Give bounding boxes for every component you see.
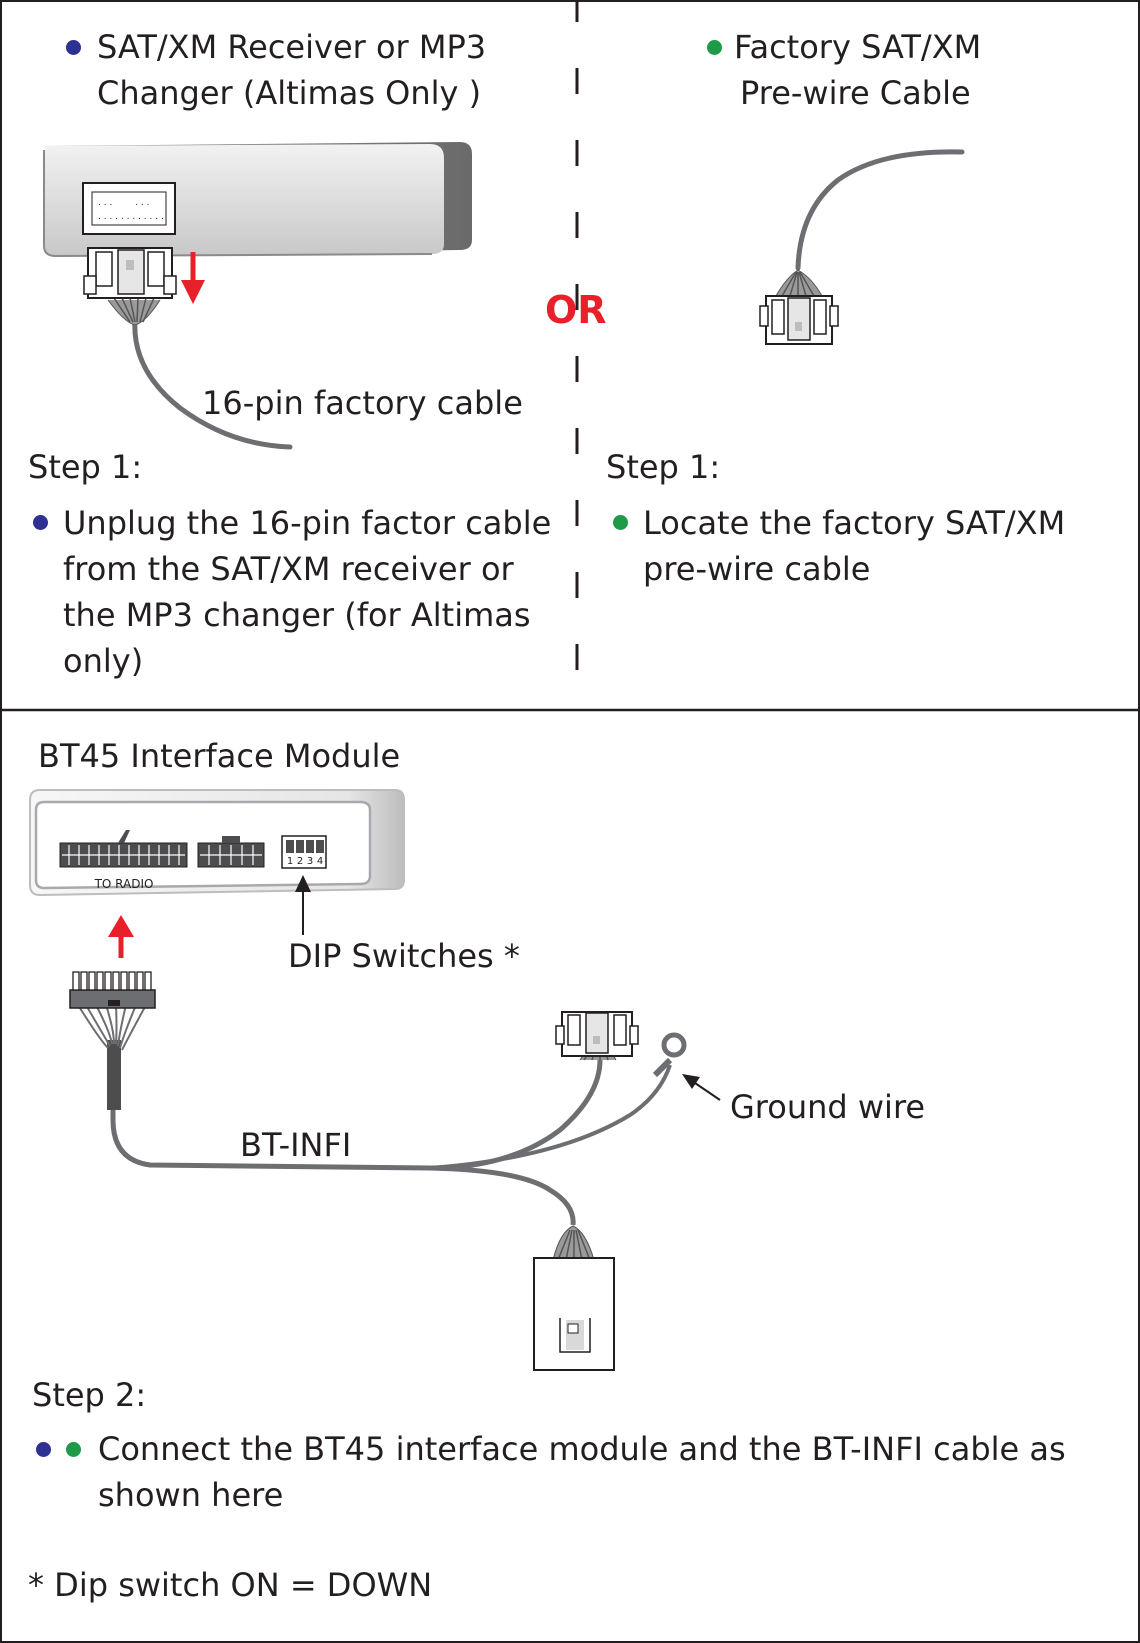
unplug-arrow — [181, 252, 205, 304]
step2-line1: Connect the BT45 interface module and th… — [98, 1430, 1066, 1468]
prewire-heading-line1: Factory SAT/XM — [734, 28, 982, 66]
small-port — [197, 836, 265, 868]
dip-number-1: 1 — [287, 856, 293, 867]
step1-left-label: Step 1: — [28, 448, 143, 486]
receiver-port — [82, 182, 176, 235]
bullet-blue — [33, 515, 48, 530]
ground-pointer-arrow — [682, 1074, 721, 1101]
dip-switches-label: DIP Switches * — [288, 937, 520, 975]
factory-prewire-cable — [759, 149, 965, 345]
bt-infi-harness — [69, 971, 687, 1371]
cable-label: 16-pin factory cable — [202, 384, 523, 422]
dip-switch-block — [281, 835, 327, 869]
step1-left-line4: only) — [63, 642, 144, 680]
to-radio-port — [59, 830, 188, 868]
ground-wire-label: Ground wire — [730, 1088, 926, 1126]
bullet-blue — [36, 1442, 51, 1457]
dip-number-3: 3 — [307, 856, 313, 867]
svg-text:. . . . . .: . . . . . . — [98, 198, 150, 208]
sixteen-pin-cable — [83, 247, 293, 450]
footnote: * Dip switch ON = DOWN — [28, 1566, 433, 1604]
svg-text:. . . . . . . . . . . .: . . . . . . . . . . . . — [98, 212, 164, 222]
module-title: BT45 Interface Module — [38, 737, 401, 775]
satxm-receiver-box: . . . . . . . . . . . . . . . . . . — [43, 142, 472, 258]
to-radio-label: TO RADIO — [94, 877, 154, 891]
step1-right-label: Step 1: — [606, 448, 721, 486]
dip-number-2: 2 — [297, 856, 303, 867]
receiver-heading-line2: Changer (Altimas Only ) — [97, 74, 482, 112]
receiver-heading-line1: SAT/XM Receiver or MP3 — [97, 28, 487, 66]
dip-pointer-arrow — [295, 875, 311, 935]
plug-in-arrow — [108, 915, 134, 958]
bullet-blue — [66, 40, 81, 55]
step1-left-line1: Unplug the 16-pin factor cable — [63, 504, 552, 542]
or-label: OR — [545, 288, 607, 332]
prewire-heading-line2: Pre-wire Cable — [740, 74, 971, 112]
step2-label: Step 2: — [32, 1376, 147, 1414]
step1-left-line3: the MP3 changer (for Altimas — [63, 596, 531, 634]
dip-number-4: 4 — [317, 856, 323, 867]
step1-right-line2: pre-wire cable — [643, 550, 871, 588]
step1-right-line1: Locate the factory SAT/XM — [643, 504, 1066, 542]
bullet-green — [66, 1442, 81, 1457]
bullet-green — [613, 515, 628, 530]
bt-infi-label: BT-INFI — [240, 1126, 352, 1164]
step2-line2: shown here — [98, 1476, 284, 1514]
bullet-green — [707, 40, 722, 55]
step1-left-line2: from the SAT/XM receiver or — [63, 550, 514, 588]
